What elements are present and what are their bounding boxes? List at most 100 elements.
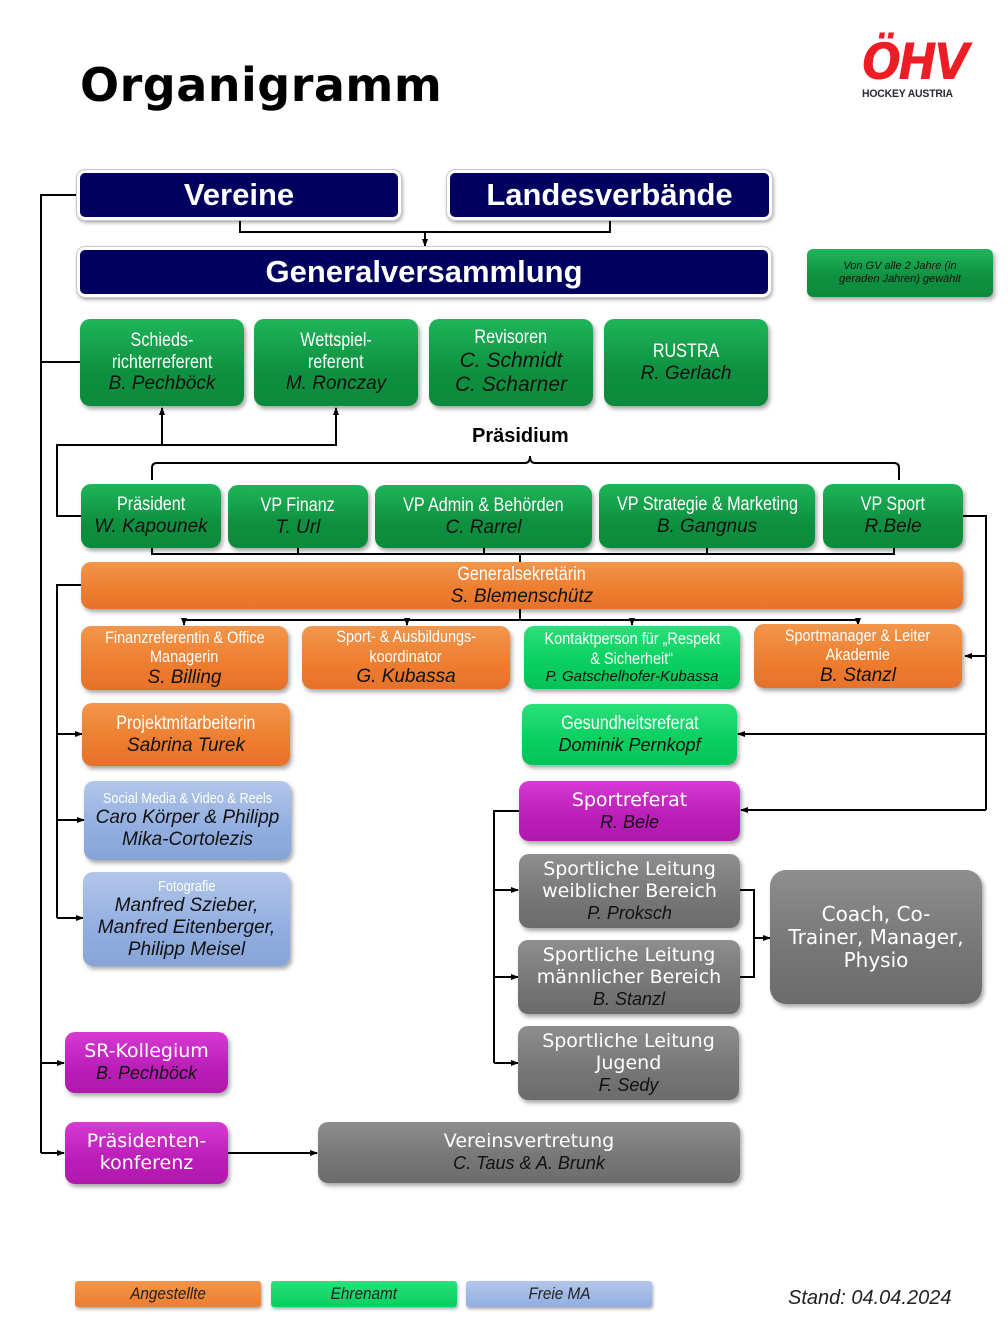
oehv-logo: ÖHV HOCKEY AUSTRIA	[862, 33, 970, 100]
box-landesverbaende: Landesverbände	[446, 169, 773, 221]
sportleitung-title: weiblicher Bereich	[542, 879, 717, 902]
staff-title-line: Managerin	[150, 647, 219, 667]
box-revisoren: Revisoren C. Schmidt C. Scharner	[429, 319, 593, 406]
connector-vereine-gv	[239, 219, 611, 233]
box-gesundheitsreferat: Gesundheitsreferat Dominik Pernkopf	[522, 704, 737, 765]
box-kontaktperson: Kontaktperson für „Respekt & Sicherheit“…	[524, 626, 740, 689]
box-social-media: Social Media & Video & Reels Caro Körper…	[84, 781, 291, 860]
projekt-name: Sabrina Turek	[127, 734, 245, 756]
pk-title: Präsidenten-	[86, 1130, 207, 1153]
foto-name: Manfred Eitenberger,	[97, 916, 276, 938]
box-schiedsrichterreferent: Schieds- richterreferent B. Pechböck	[80, 319, 244, 406]
connector-left-main	[40, 194, 77, 1153]
box-vp-admin: VP Admin & Behörden C. Rarrel	[375, 485, 592, 548]
coach-line: Physio	[843, 947, 909, 972]
foto-name: Philipp Meisel	[127, 938, 246, 960]
gs-name: S. Blemenschütz	[450, 585, 594, 607]
connector-gs-staff	[181, 609, 521, 626]
member-name: T. Url	[275, 516, 321, 538]
box-sportreferat: Sportreferat R. Bele	[519, 781, 740, 841]
sportreferat-title: Sportreferat	[571, 788, 688, 811]
sportleitung-name: F. Sedy	[598, 1074, 659, 1095]
staff-name: B. Stanzl	[819, 664, 897, 686]
staff-title-line: koordinator	[369, 646, 443, 666]
box-vp-sport: VP Sport R.Bele	[823, 484, 963, 548]
committee-title-line: Schieds-	[130, 329, 194, 351]
gs-title: Generalsekretärin	[457, 563, 587, 585]
praesidium-bracket	[151, 455, 900, 480]
committee-title-line: richterreferent	[111, 351, 213, 373]
member-title: Präsident	[116, 494, 186, 516]
social-name: Caro Körper & Philipp	[95, 807, 280, 829]
srkollegium-name: B. Pechböck	[95, 1063, 198, 1084]
box-generalsekretaerin: Generalsekretärin S. Blemenschütz	[81, 562, 963, 609]
staff-name: G. Kubassa	[356, 666, 456, 688]
legend-label: Freie MA	[527, 1284, 591, 1303]
box-sportleitung-weiblich: Sportliche Leitung weiblicher Bereich P.…	[519, 854, 740, 928]
connector-sportreferat	[493, 810, 519, 1063]
staff-title-line: Sportmanager & Leiter	[785, 625, 931, 645]
committee-title-line: Revisoren	[474, 327, 548, 349]
box-wettspielreferent: Wettspiel- referent M. Ronczay	[254, 319, 418, 406]
member-title: VP Finanz	[260, 494, 336, 516]
committee-person: C. Schmidt	[459, 349, 563, 373]
vv-name: C. Taus & A. Brunk	[453, 1153, 605, 1174]
social-title: Social Media & Video & Reels	[102, 790, 273, 808]
box-praesident: Präsident W. Kapounek	[81, 484, 221, 548]
committee-person: B. Pechböck	[108, 373, 216, 395]
sportleitung-title: Sportliche Leitung	[542, 1029, 715, 1052]
box-generalversammlung: Generalversammlung	[76, 246, 772, 298]
connector-gs-left	[56, 584, 81, 918]
committee-title-line: Wettspiel-	[300, 329, 372, 351]
projekt-title: Projektmitarbeiterin	[116, 712, 256, 734]
box-ausbildungskoordinator: Sport- & Ausbildungs- koordinator G. Kub…	[302, 626, 510, 689]
logo-sub-text: HOCKEY AUSTRIA	[862, 88, 953, 100]
legend-label: Angestellte	[130, 1284, 206, 1303]
box-vp-finanz: VP Finanz T. Url	[228, 485, 368, 548]
box-finanzreferentin: Finanzreferentin & Office Managerin S. B…	[81, 626, 288, 690]
staff-title-line: Akademie	[825, 645, 891, 665]
foto-name: Manfred Szieber,	[114, 894, 259, 916]
member-title: VP Sport	[860, 494, 926, 516]
sportleitung-title: männlicher Bereich	[536, 965, 722, 988]
box-sportleitung-jugend: Sportliche Leitung Jugend F. Sedy	[518, 1026, 739, 1100]
box-fotografie: Fotografie Manfred Szieber, Manfred Eite…	[83, 872, 290, 966]
gesundheit-name: Dominik Pernkopf	[558, 735, 701, 756]
coach-line: Trainer, Manager,	[788, 924, 964, 949]
committee-person: C. Scharner	[454, 373, 568, 397]
stand-date: Stand: 04.04.2024	[788, 1287, 952, 1309]
box-projektmitarbeiterin: Projektmitarbeiterin Sabrina Turek	[82, 703, 290, 766]
member-name: C. Rarrel	[445, 516, 522, 538]
member-name: B. Gangnus	[656, 516, 758, 537]
box-coach: Coach, Co- Trainer, Manager, Physio	[770, 870, 982, 1004]
vereine-label: Vereine	[183, 177, 295, 213]
connector-praesident-referenten	[56, 407, 339, 517]
staff-name: S. Billing	[147, 666, 222, 688]
praesidium-label: Präsidium	[472, 425, 569, 447]
coach-line: Coach, Co-	[821, 901, 931, 926]
foto-title: Fotografie	[157, 877, 216, 895]
sportleitung-title: Sportliche Leitung	[542, 943, 716, 966]
staff-name: P. Gatschelhofer-Kubassa	[545, 668, 719, 686]
pk-title: konferenz	[99, 1152, 194, 1174]
srkollegium-title: SR-Kollegium	[84, 1040, 209, 1063]
committee-person: R. Gerlach	[640, 362, 732, 384]
logo-main-text: ÖHV	[862, 33, 970, 91]
sportreferat-name: R. Bele	[599, 811, 660, 832]
sportleitung-name: P. Proksch	[587, 902, 672, 923]
sportleitung-name: B. Stanzl	[592, 988, 666, 1009]
legend-ehrenamt: Ehrenamt	[271, 1281, 457, 1307]
connector-praesidium-gs	[151, 548, 895, 562]
box-rustra: RUSTRA R. Gerlach	[604, 319, 768, 406]
sportleitung-title: Jugend	[595, 1051, 662, 1074]
staff-title-line: Sport- & Ausbildungs-	[336, 627, 476, 647]
member-title: VP Strategie & Marketing	[616, 494, 798, 516]
connector-sl-coach	[740, 889, 770, 978]
member-name: W. Kapounek	[94, 516, 208, 537]
gv-election-note: Von GV alle 2 Jahre (in geraden Jahren) …	[807, 249, 993, 297]
sportleitung-title: Sportliche Leitung	[543, 857, 716, 880]
box-sportmanager: Sportmanager & Leiter Akademie B. Stanzl	[754, 624, 962, 688]
social-name: Mika-Cortolezis	[122, 829, 253, 851]
staff-title-line: Finanzreferentin & Office	[104, 627, 265, 647]
legend-angestellte: Angestellte	[75, 1281, 261, 1307]
